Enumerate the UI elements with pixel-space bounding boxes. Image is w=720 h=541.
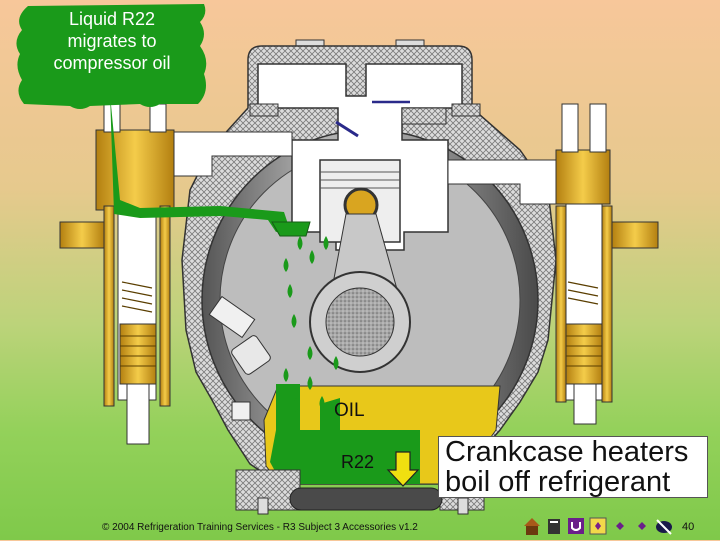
next-icon[interactable] <box>632 516 652 536</box>
slide-navigation <box>522 516 674 538</box>
callout-caption: Liquid R22 migrates to compressor oil <box>22 8 202 74</box>
previous-icon[interactable] <box>610 516 630 536</box>
heater-caption-line-2: boil off refrigerant <box>445 466 671 498</box>
left-service-valve <box>59 103 175 445</box>
crankcase-heater <box>289 487 443 511</box>
right-service-valve <box>555 103 659 425</box>
home-icon[interactable] <box>522 516 542 536</box>
undo-icon[interactable] <box>566 516 586 536</box>
page-number: 40 <box>682 521 695 533</box>
bookmark-icon[interactable] <box>588 516 608 536</box>
refrigerant-flow <box>110 94 290 232</box>
copyright-footer: © 2004 Refrigeration Training Services -… <box>102 522 418 533</box>
r22-label: R22 <box>341 452 375 472</box>
heater-caption-box: Crankcase heaters boil off refrigerant <box>438 436 708 498</box>
document-icon[interactable] <box>544 516 564 536</box>
cylinder-head <box>257 63 463 251</box>
callout-line-2: migrates to <box>67 31 157 51</box>
exit-icon[interactable] <box>654 516 674 536</box>
callout-blob <box>16 4 207 109</box>
oil-label: OIL <box>334 400 365 421</box>
callout-line-1: Liquid R22 <box>68 9 156 29</box>
refrigerant-pool <box>270 430 420 484</box>
callout-line-3: compressor oil <box>53 53 171 73</box>
refrigerant-droplets <box>283 236 339 412</box>
heater-caption-line-1: Crankcase heaters <box>445 436 689 468</box>
heat-arrow-icon <box>386 451 420 487</box>
